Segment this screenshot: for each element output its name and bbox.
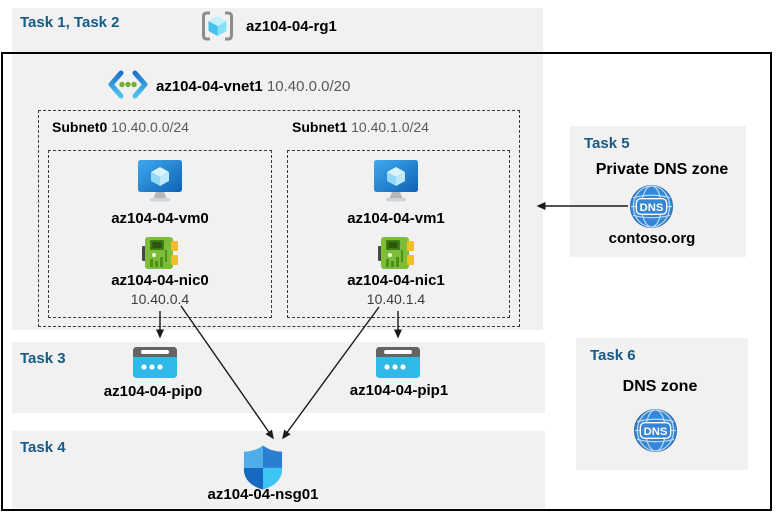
arrow-nic1-to-nsg [282,306,380,440]
vm0-label: az104-04-vm0 [111,210,209,227]
resource-group-label: az104-04-rg1 [246,18,337,35]
tasks12-panel [12,8,543,330]
subnet0-name: Subnet0 [52,119,108,135]
dns-badge-text: DNS [644,426,668,438]
dns-zone-title: DNS zone [622,378,698,395]
nsg-label: az104-04-nsg01 [207,486,319,503]
task3-panel [12,342,545,413]
subnets-container [38,110,520,327]
dns-zone-icon: DNS [633,408,678,453]
vnet-icon [108,70,148,99]
resource-group-icon [202,11,233,41]
task6-label: Task 6 [590,347,636,364]
arrow-nic0-to-nsg [180,305,274,440]
vnet-box [1,52,772,511]
nic0-icon [142,237,178,269]
subnet0-cidr: 10.40.0.0/24 [111,119,189,135]
vnet-cidr: 10.40.0.0/20 [266,78,351,95]
pip1-icon [376,347,420,378]
contoso-zone-label: contoso.org [608,230,696,247]
nic1-label: az104-04-nic1 [347,272,445,289]
tasks12-label: Task 1, Task 2 [20,14,120,31]
subnet1-cidr: 10.40.1.0/24 [351,119,429,135]
subnet1-name: Subnet1 [292,119,348,135]
nsg-icon [243,445,283,490]
vm1-label: az104-04-vm1 [347,210,445,227]
private-dns-zone-title: Private DNS zone [595,161,729,178]
nic1-icon [378,237,414,269]
nic0-label: az104-04-nic0 [111,272,209,289]
subnet0-label: Subnet0 10.40.0.0/24 [52,119,189,135]
pip0-label: az104-04-pip0 [103,383,203,400]
pip0-icon [133,347,177,378]
vm1-icon [374,160,418,202]
private-dns-zone-icon: DNS [629,184,674,229]
pip1-label: az104-04-pip1 [349,382,449,399]
vnet-name: az104-04-vnet1 [156,78,263,95]
subnet1-label: Subnet1 10.40.1.0/24 [292,119,429,135]
vm0-icon [138,160,182,202]
nic0-ip: 10.40.0.4 [130,291,190,307]
task3-label: Task 3 [20,350,66,367]
vnet-label: az104-04-vnet1 10.40.0.0/20 [156,78,350,95]
task5-label: Task 5 [584,135,630,152]
nic1-ip: 10.40.1.4 [366,291,426,307]
task4-label: Task 4 [20,439,66,456]
dns-badge-text: DNS [640,202,664,214]
